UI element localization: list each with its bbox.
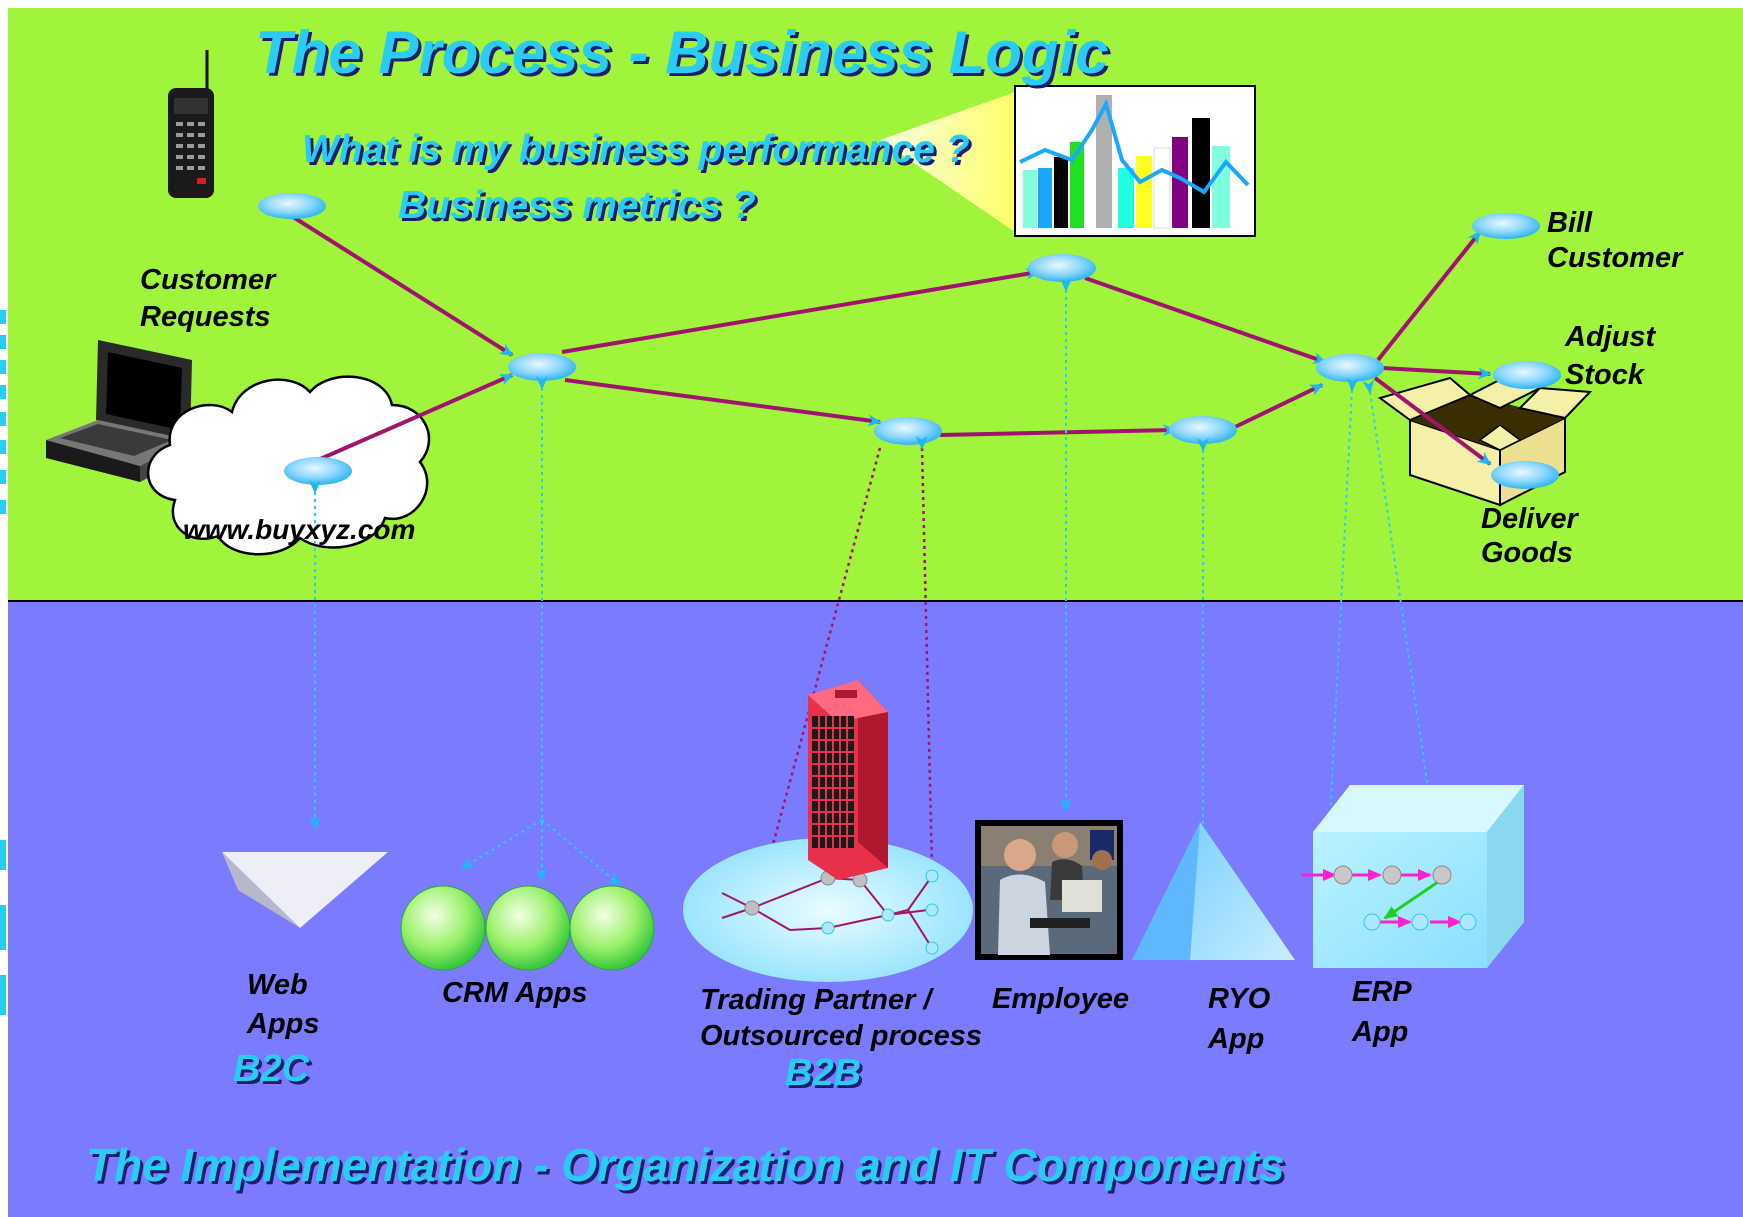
node-erp [1316, 354, 1384, 382]
deliver-goods-label: Deliver Goods [1481, 503, 1578, 569]
website-label: www.buyxyz.com [183, 514, 416, 545]
ryo-app-label: RYO App [1208, 983, 1271, 1055]
trading-partner-label: Trading Partner / Outsourced process [700, 984, 983, 1052]
partner-links [756, 435, 934, 901]
adjust-stock-label: Adjust Stock [1565, 321, 1656, 391]
b2b-tag: B2B [785, 1052, 862, 1094]
implementation-title: The Implementation - Organization and IT… [86, 1139, 1285, 1191]
erp-app-label: ERP App [1352, 976, 1412, 1048]
process-nodes [258, 193, 1561, 489]
spotlight-beam [880, 92, 1015, 232]
process-title: The Process - Business Logic [255, 19, 1109, 86]
node-stock [1493, 361, 1561, 389]
web-apps-label: Web Apps [247, 969, 320, 1040]
performance-question: What is my business performance ? [302, 128, 970, 171]
wedge-icon [222, 852, 388, 928]
laptop-icon [46, 340, 192, 482]
b2c-tag: B2C [233, 1048, 310, 1090]
node-ryo [1169, 416, 1237, 444]
employee-photo-icon [975, 820, 1123, 960]
sphere-icon [400, 885, 655, 971]
trading-partner-disc [683, 838, 973, 982]
crm-apps-label: CRM Apps [442, 977, 588, 1009]
pyramid-icon [1132, 822, 1295, 960]
customer-requests-label: Customer Requests [140, 264, 276, 333]
node-bill [1472, 213, 1540, 239]
bill-customer-label: Bill Customer [1547, 207, 1683, 274]
node-partner [874, 417, 942, 445]
cube-icon [1302, 785, 1524, 968]
cordless-phone-icon [168, 50, 214, 198]
employee-label: Employee [992, 983, 1129, 1015]
metrics-question: Business metrics ? [398, 184, 756, 227]
dotted-links [309, 278, 1441, 887]
node-deliver [1491, 461, 1559, 489]
left-edge-fragment [0, 310, 6, 1015]
office-building-icon [808, 680, 888, 880]
node-customer-requests [258, 193, 326, 219]
process-flow [288, 213, 1492, 466]
bar-line-chart-icon [1014, 85, 1256, 237]
node-hub [508, 353, 576, 381]
node-metrics [1028, 254, 1096, 282]
node-website [284, 457, 352, 485]
